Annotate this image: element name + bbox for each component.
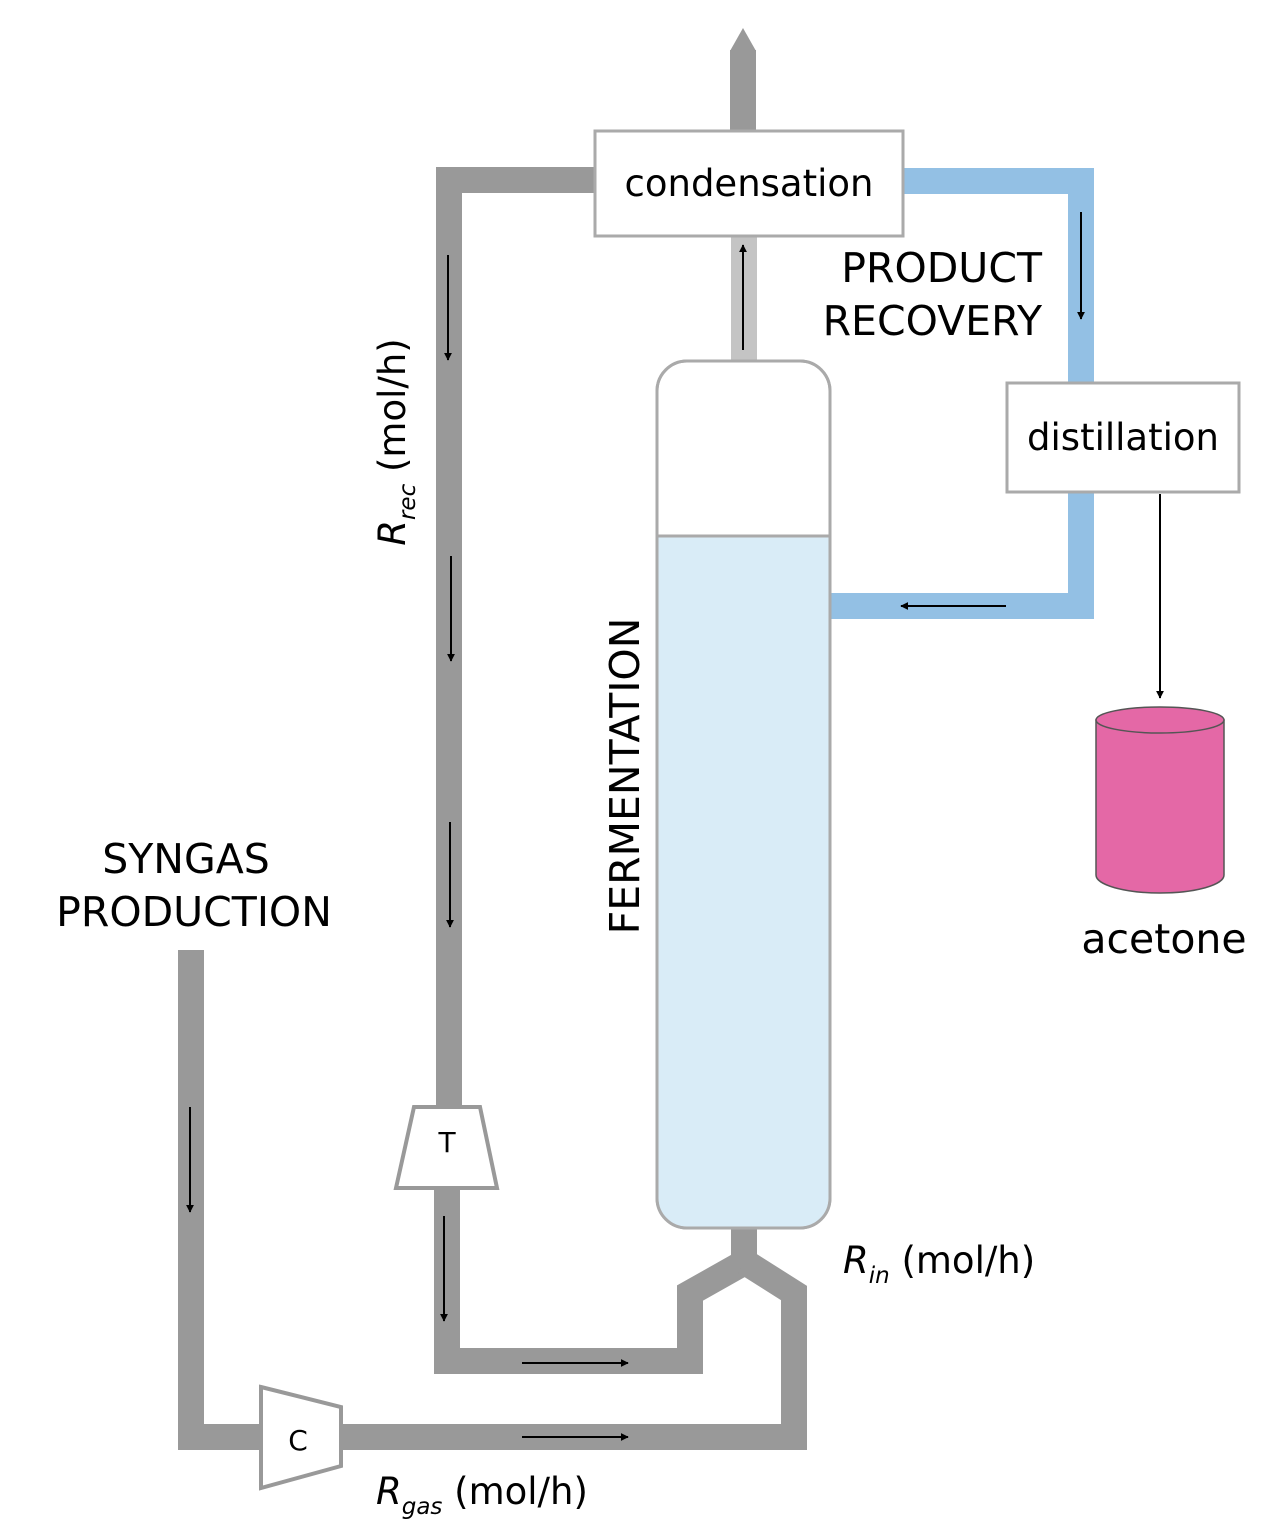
product-recovery-label-line1: PRODUCT <box>841 244 1043 292</box>
tank-body <box>1095 719 1225 894</box>
syngas-pipe <box>178 950 262 1450</box>
acetone-label: acetone <box>1081 915 1246 963</box>
recycle-pipe-after-turbine <box>434 1186 752 1374</box>
acetone-tank <box>1095 706 1225 894</box>
syngas-production-label-line2: PRODUCTION <box>56 888 332 936</box>
flow-arrows <box>186 212 1164 1441</box>
r-rec-label: Rrec (mol/h) <box>371 338 421 546</box>
fermentation-label: FERMENTATION <box>601 618 649 935</box>
product-recovery-label-line2: RECOVERY <box>823 297 1043 345</box>
distillation-box <box>1005 381 1241 494</box>
compressor-symbol <box>259 1384 343 1491</box>
reactor-liquid <box>658 536 829 1227</box>
liquid-return-pipe <box>830 492 1094 619</box>
r-gas-label: Rgas (mol/h) <box>376 1470 588 1520</box>
compressor-label: C <box>288 1424 308 1457</box>
r-in-label: Rin (mol/h) <box>843 1239 1035 1289</box>
tank-top <box>1095 706 1225 734</box>
turbine-label: T <box>437 1126 456 1159</box>
exhaust-arrow-tip <box>730 28 756 51</box>
exhaust-pipe <box>730 50 756 132</box>
condensation-box <box>593 129 905 238</box>
reactor-inlet-pipe <box>731 1226 757 1266</box>
recycle-pipe <box>436 167 596 1108</box>
turbine-symbol <box>393 1105 500 1190</box>
reactor-outline <box>655 359 832 1230</box>
condensation-label: condensation <box>625 162 874 205</box>
distillation-label: distillation <box>1027 416 1219 459</box>
fermentation-reactor <box>655 359 832 1230</box>
syngas-production-label-line1: SYNGAS <box>102 835 270 883</box>
